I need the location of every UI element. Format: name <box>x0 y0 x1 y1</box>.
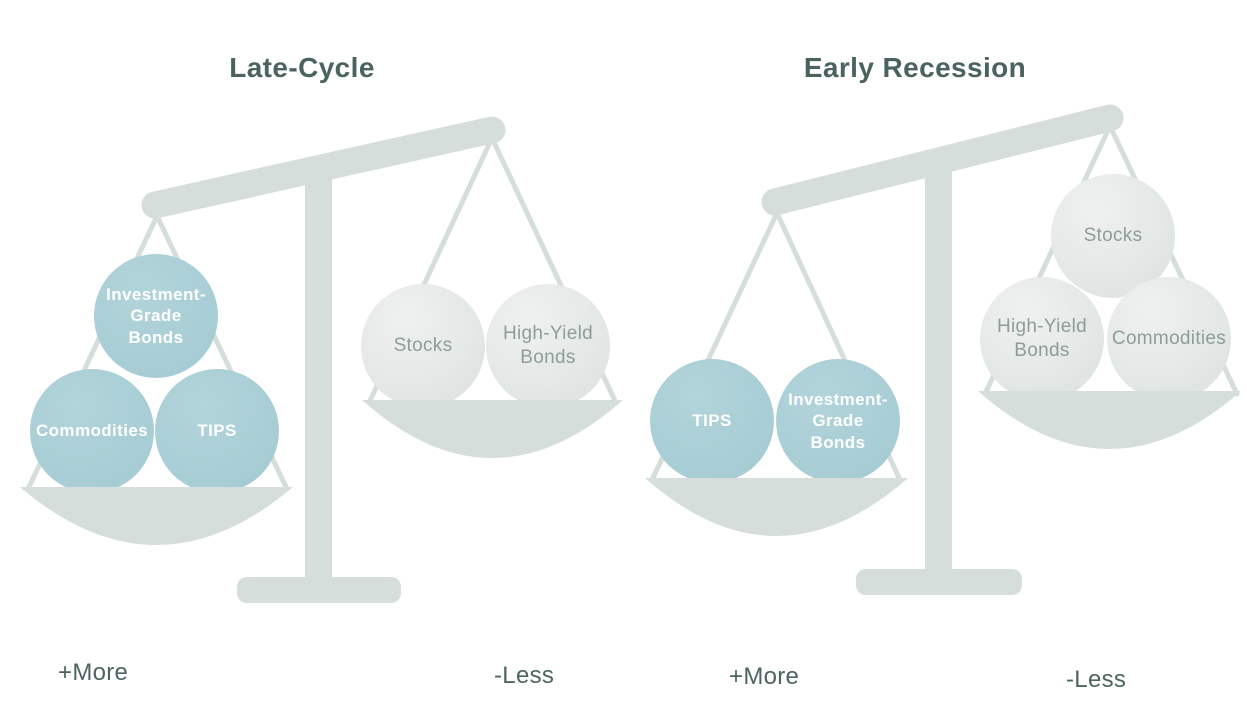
late-cycle-scale-beam <box>141 116 506 219</box>
early-recession-scale-beam <box>761 104 1124 216</box>
early-recession-less-label: -Less <box>1066 666 1127 693</box>
late-cycle-bubble-stocks: Stocks <box>361 284 485 408</box>
early-recession-less-pan <box>978 391 1241 449</box>
late-cycle-less-pan <box>362 400 623 458</box>
late-cycle-scale-base <box>237 577 401 603</box>
early-recession-scale-base <box>856 569 1022 595</box>
early-recession-scale-post <box>925 155 952 580</box>
late-cycle-bubble-commodities: Commodities <box>30 369 154 493</box>
early-recession-more-label: +More <box>729 663 800 690</box>
early-recession-more-pan <box>645 478 908 536</box>
early-recession-bubble-tips: TIPS <box>650 359 774 483</box>
early-recession-bubble-high-yield-bonds: High-Yield Bonds <box>980 277 1104 401</box>
early-recession-bubble-stocks: Stocks <box>1051 174 1175 298</box>
late-cycle-less-label: -Less <box>494 662 555 689</box>
early-recession-bubble-investment-grade-bonds: Investment- Grade Bonds <box>776 359 900 483</box>
late-cycle-bubble-tips: TIPS <box>155 369 279 493</box>
late-cycle-scale-post <box>305 160 332 590</box>
early-recession-bubble-commodities: Commodities <box>1107 277 1231 401</box>
late-cycle-bubble-investment-grade-bonds: Investment- Grade Bonds <box>94 254 218 378</box>
late-cycle-more-pan <box>20 487 293 545</box>
late-cycle-bubble-high-yield-bonds: High-Yield Bonds <box>486 284 610 408</box>
late-cycle-title: Late-Cycle <box>229 52 375 83</box>
late-cycle-more-label: +More <box>58 659 129 686</box>
early-recession-title: Early Recession <box>803 52 1027 83</box>
